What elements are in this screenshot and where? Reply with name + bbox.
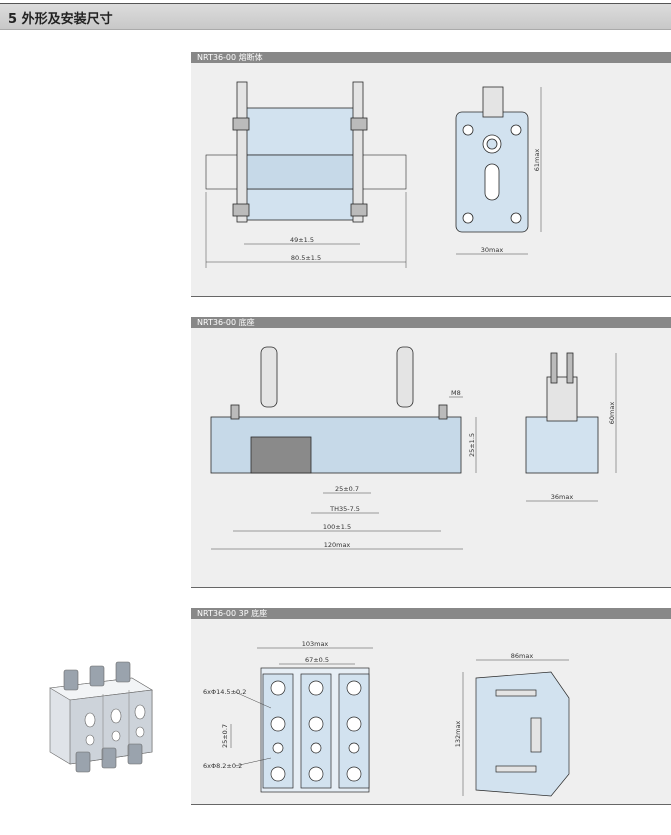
dim-49: 49±1.5 (290, 236, 314, 244)
fuse-link-drawing: 49±1.5 80.5±1.5 30max 61max (205, 81, 542, 268)
dim-61: 61max (533, 149, 541, 172)
base-drawing: M8 25±0.7 TH35-7.5 100±1.5 120max 25±1.5… (210, 346, 617, 550)
3p-base-drawing: 103max 67±0.5 6xΦ14.5±0.2 25±0.7 6xΦ8.2±… (203, 640, 570, 797)
dim-25-07: 25±0.7 (335, 485, 359, 493)
section-header: 5 外形及安装尺寸 (0, 3, 671, 30)
dim-86: 86max (511, 652, 534, 660)
dim-25-07: 25±0.7 (221, 724, 229, 748)
dim-hole-14-5: 6xΦ14.5±0.2 (203, 688, 246, 696)
panel-3p-base: NRT36-00 3P 底座 (191, 608, 671, 805)
dim-30: 30max (481, 246, 504, 254)
panel-title: NRT36-00 底座 (191, 317, 671, 328)
dim-60: 60max (608, 402, 616, 425)
dim-th35: TH35-7.5 (329, 505, 360, 513)
dim-103: 103max (302, 640, 329, 648)
dim-hole-8-2: 6xΦ8.2±0.2 (203, 762, 242, 770)
panel-fuse-link: NRT36-00 熔断体 (191, 52, 671, 297)
product-photo (40, 660, 160, 780)
panel-base: NRT36-00 底座 M8 25±0.7 TH35-7. (191, 317, 671, 588)
panel-title: NRT36-00 3P 底座 (191, 608, 671, 619)
panel-title: NRT36-00 熔断体 (191, 52, 671, 63)
section-heading: 5 外形及安装尺寸 (8, 12, 113, 27)
dim-25-15: 25±1.5 (468, 433, 476, 457)
dim-132: 132max (454, 721, 462, 748)
dim-m8: M8 (451, 389, 461, 397)
dim-36: 36max (551, 493, 574, 501)
dim-100: 100±1.5 (323, 523, 351, 531)
dim-120: 120max (324, 541, 351, 549)
dim-67: 67±0.5 (305, 656, 329, 664)
dim-80: 80.5±1.5 (291, 254, 321, 262)
